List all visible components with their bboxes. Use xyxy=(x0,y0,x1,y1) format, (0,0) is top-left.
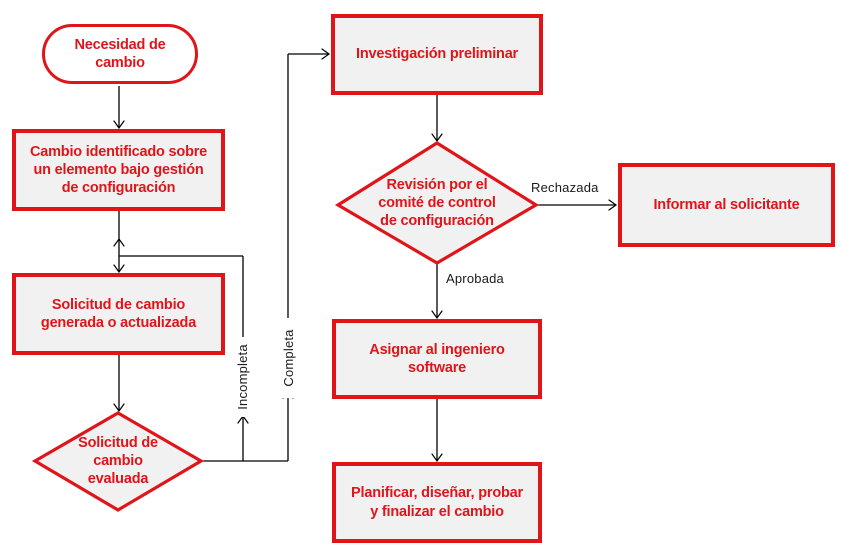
node-label: Necesidad de cambio xyxy=(74,36,166,71)
edge-label-aprobada: Aprobada xyxy=(446,271,504,286)
node-label: Solicitud de cambio evaluada xyxy=(78,434,158,488)
node-asignar-ingeniero: Asignar al ingeniero software xyxy=(332,319,542,399)
arrowhead-down-icon xyxy=(113,403,125,413)
node-label: Planificar, diseñar, probar y finalizar … xyxy=(351,485,523,520)
arrowhead-down-icon xyxy=(113,120,125,130)
node-informar-solicitante: Informar al solicitante xyxy=(618,163,835,247)
arrowhead-down-icon xyxy=(431,133,443,143)
arrowhead-down-icon xyxy=(431,310,443,320)
node-solicitud-evaluada-shape xyxy=(31,411,205,512)
node-planificar-cambio: Planificar, diseñar, probar y finalizar … xyxy=(332,462,542,543)
node-label: Solicitud de cambio generada o actualiza… xyxy=(40,296,197,331)
node-solicitud-generada: Solicitud de cambio generada o actualiza… xyxy=(12,273,225,355)
node-label: Investigación preliminar xyxy=(356,46,518,63)
node-necesidad-de-cambio: Necesidad de cambio xyxy=(42,24,198,84)
node-solicitud-evaluada-label: Solicitud de cambio evaluada xyxy=(48,425,188,497)
node-label: Informar al solicitante xyxy=(653,196,800,213)
node-revision-comite-shape xyxy=(334,141,540,265)
arrowhead-down-icon xyxy=(431,453,443,463)
node-label: Cambio identificado sobre un elemento ba… xyxy=(29,143,208,197)
arrowhead-up-icon xyxy=(113,237,125,247)
arrowhead-right-icon xyxy=(608,199,618,211)
edge-label-completa: Completa xyxy=(281,318,297,398)
arrowhead-down-icon xyxy=(113,264,125,274)
node-label: Asignar al ingeniero software xyxy=(369,341,505,376)
node-label: Revisión por el comité de control de con… xyxy=(378,176,496,230)
node-revision-comite-label: Revisión por el comité de control de con… xyxy=(357,167,517,239)
edge-label-incompleta: Incompleta xyxy=(235,337,251,417)
arrowhead-right-icon xyxy=(321,48,331,60)
edge-label-rechazada: Rechazada xyxy=(531,180,599,195)
node-investigacion-preliminar: Investigación preliminar xyxy=(331,14,543,95)
node-cambio-identificado: Cambio identificado sobre un elemento ba… xyxy=(12,129,225,211)
